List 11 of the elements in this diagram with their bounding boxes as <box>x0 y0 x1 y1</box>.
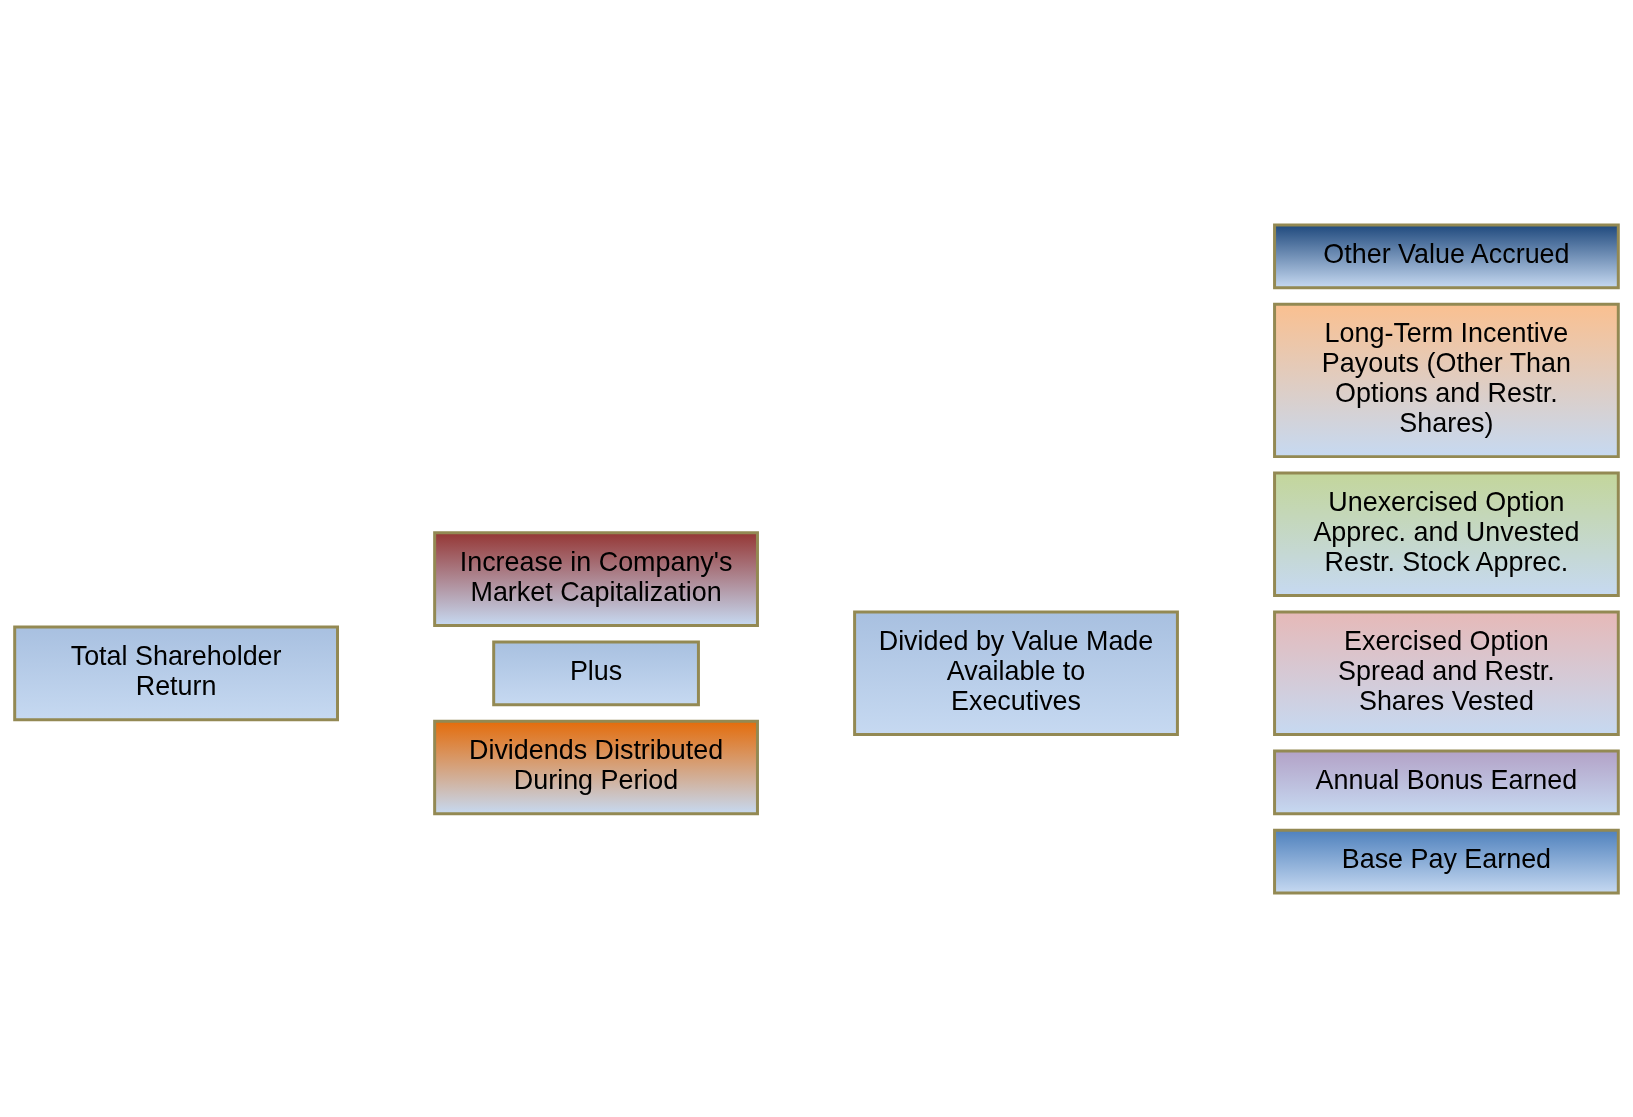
node-box: Dividends Distributed During Period <box>433 719 759 815</box>
node-box: Long-Term Incentive Payouts (Other Than Options and Restr. Shares) <box>1273 302 1620 458</box>
node-box: Increase in Company's Market Capitalization <box>433 530 759 627</box>
node-box: Annual Bonus Earned <box>1273 749 1620 815</box>
node-box: Other Value Accrued <box>1273 223 1620 289</box>
node-box: Plus <box>492 639 700 706</box>
node-box: Exercised Option Spread and Restr. Shares Vested <box>1273 610 1620 736</box>
node-box: Base Pay Earned <box>1273 828 1620 894</box>
node-box: Total Shareholder Return <box>13 625 339 721</box>
node-box: Divided by Value Made Available to Executives <box>853 610 1179 736</box>
node-box: Unexercised Option Apprec. and Unvested Restr. Stock Apprec. <box>1273 471 1620 597</box>
